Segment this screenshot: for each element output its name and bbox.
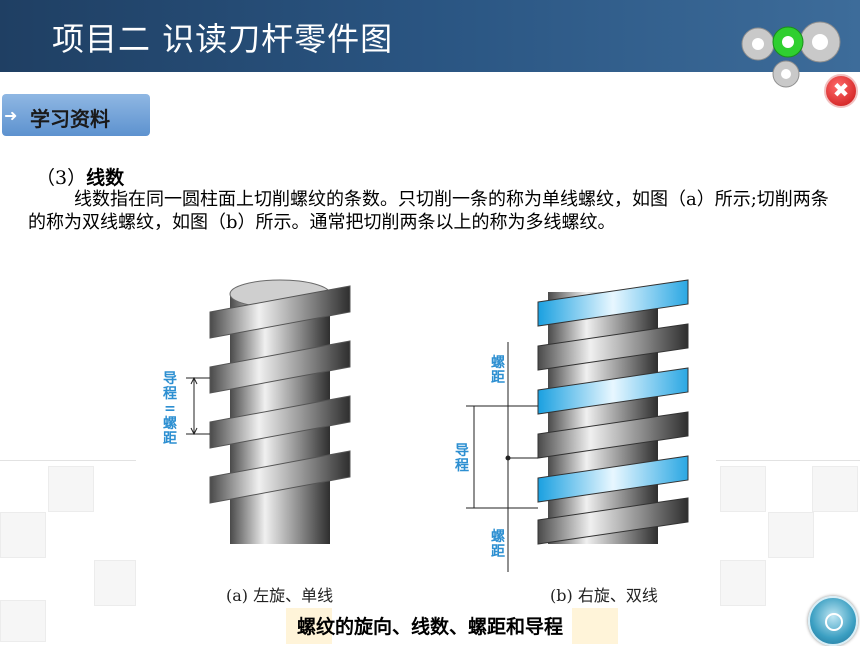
section-title: 线数 bbox=[86, 167, 125, 189]
lead-equals-pitch-label: 导程=螺距 bbox=[163, 371, 177, 447]
section-number: （3） bbox=[36, 167, 87, 189]
figure-caption-a: (a) 左旋、单线 bbox=[226, 586, 334, 605]
study-materials-label: 学习资料 bbox=[30, 107, 110, 131]
floor-tile bbox=[0, 600, 46, 642]
floor-tile bbox=[768, 512, 814, 558]
lead-dimension-left bbox=[186, 376, 210, 436]
floor-tile bbox=[812, 466, 858, 512]
floor-tile bbox=[720, 466, 766, 512]
page-title: 项目二 识读刀杆零件图 bbox=[52, 20, 394, 58]
floor-tile bbox=[48, 466, 94, 512]
close-button[interactable]: ✖ bbox=[824, 74, 858, 108]
pitch-lead-dimensions bbox=[466, 342, 538, 572]
section-body: 线数指在同一圆柱面上切削螺纹的条数。只切削一条的称为单线螺纹，如图（a）所示;切… bbox=[28, 189, 829, 233]
thread-figure: 导程=螺距 螺距 导程 螺距 (a) 左旋、单线 (b) 右旋、双线 bbox=[136, 272, 716, 605]
lead-label: 导程 bbox=[455, 443, 469, 474]
floor-tile bbox=[94, 560, 136, 606]
home-button[interactable] bbox=[808, 596, 858, 646]
study-materials-tab[interactable]: ➜ 学习资料 bbox=[2, 94, 150, 136]
double-thread-screw bbox=[537, 279, 689, 545]
pitch-label-top: 螺距 bbox=[491, 355, 505, 386]
gears-icon bbox=[741, 21, 841, 88]
pitch-label-bottom: 螺距 bbox=[491, 529, 505, 560]
title-bar: 项目二 识读刀杆零件图 bbox=[0, 0, 860, 72]
figure-caption-b: (b) 右旋、双线 bbox=[550, 586, 658, 605]
caption-highlight bbox=[286, 608, 332, 644]
single-thread-screw bbox=[209, 279, 351, 544]
floor-tile bbox=[0, 512, 46, 558]
arrow-right-icon: ➜ bbox=[4, 106, 18, 125]
figure-title: 螺纹的旋向、线数、螺距和导程 bbox=[296, 616, 563, 638]
thread-illustration bbox=[186, 279, 689, 572]
caption-highlight bbox=[572, 608, 618, 644]
section-heading: （3）线数 bbox=[36, 163, 124, 190]
floor-tile bbox=[720, 560, 766, 606]
home-icon bbox=[825, 613, 843, 631]
